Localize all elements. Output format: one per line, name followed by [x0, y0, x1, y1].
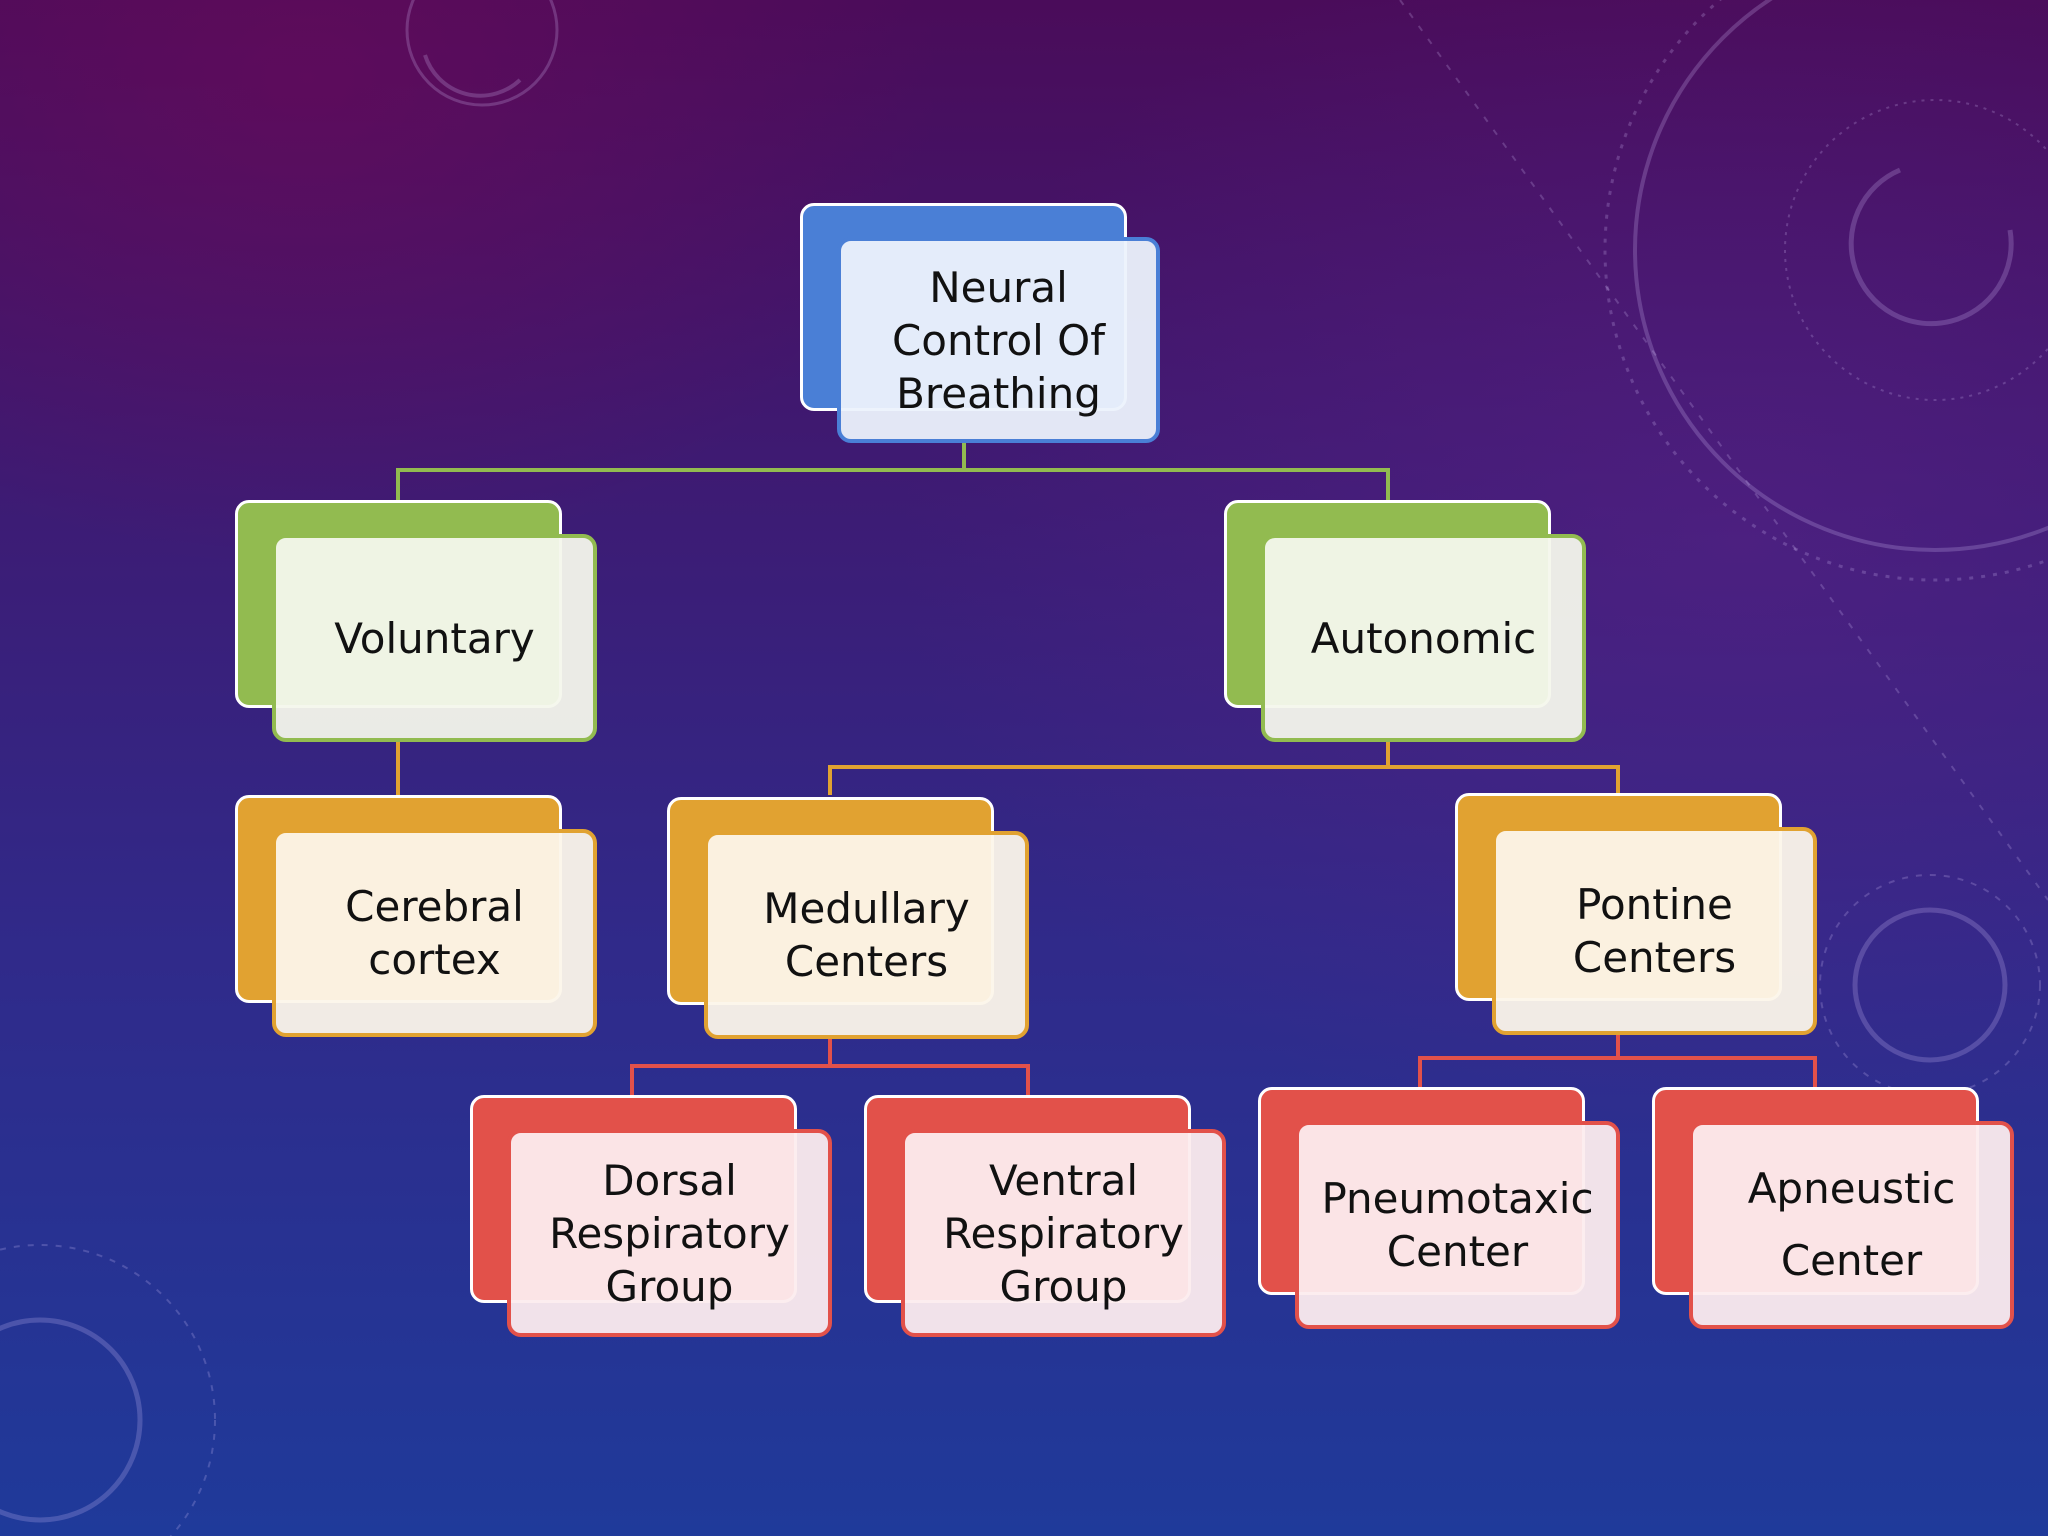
node-card: Pontine Centers [1492, 827, 1817, 1035]
deco-arc-top-left [423, 54, 522, 98]
node-voluntary: Voluntary [235, 500, 597, 742]
node-label: Cerebral cortex [345, 882, 524, 984]
node-label: Apneustic Center [1747, 1164, 1956, 1285]
deco-dial-arc [1848, 167, 2014, 327]
connector-root-to-level1 [396, 468, 1390, 500]
node-label: Neural Control Of Breathing [891, 262, 1105, 418]
node-dorsal-respiratory-group: Dorsal Respiratory Group [470, 1095, 832, 1337]
deco-ring-bottom-left [0, 1317, 143, 1523]
node-label: Ventral Respiratory Group [943, 1155, 1184, 1311]
deco-dial-ring [1633, 0, 2048, 552]
node-card: Ventral Respiratory Group [901, 1129, 1226, 1337]
node-card: Autonomic [1261, 534, 1586, 742]
node-card: Voluntary [272, 534, 597, 742]
connector-medullary-to-groups [630, 1064, 1030, 1095]
node-neural-control-of-breathing: Neural Control Of Breathing [800, 203, 1160, 443]
deco-ring-top-left [405, 0, 559, 107]
node-label: Medullary Centers [763, 884, 970, 986]
node-medullary-centers: Medullary Centers [667, 797, 1029, 1039]
node-card: Dorsal Respiratory Group [507, 1129, 832, 1337]
node-apneustic-center: Apneustic Center [1652, 1087, 2014, 1329]
node-autonomic: Autonomic [1224, 500, 1586, 742]
deco-ring-bottom-left-dashed [0, 1244, 216, 1536]
deco-dial-inner [1784, 99, 2048, 401]
node-card: Neural Control Of Breathing [837, 237, 1160, 443]
node-label: Pontine Centers [1572, 880, 1737, 982]
node-label: Voluntary [334, 613, 535, 663]
deco-ring-right [1852, 907, 2008, 1063]
node-cerebral-cortex: Cerebral cortex [235, 795, 597, 1037]
node-label: Dorsal Respiratory Group [549, 1155, 790, 1311]
node-card: Cerebral cortex [272, 829, 597, 1037]
node-label: Autonomic [1310, 613, 1537, 663]
node-pneumotaxic-center: Pneumotaxic Center [1258, 1087, 1620, 1329]
node-card: Apneustic Center [1689, 1121, 2014, 1329]
node-ventral-respiratory-group: Ventral Respiratory Group [864, 1095, 1226, 1337]
deco-dial-outer [1603, 0, 2048, 582]
connector-autonomic-to-level2 [828, 765, 1620, 795]
node-card: Pneumotaxic Center [1295, 1121, 1620, 1329]
node-label: Pneumotaxic Center [1321, 1174, 1594, 1276]
node-pontine-centers: Pontine Centers [1455, 793, 1817, 1035]
connector-pontine-to-centers [1418, 1056, 1817, 1087]
node-card: Medullary Centers [704, 831, 1029, 1039]
